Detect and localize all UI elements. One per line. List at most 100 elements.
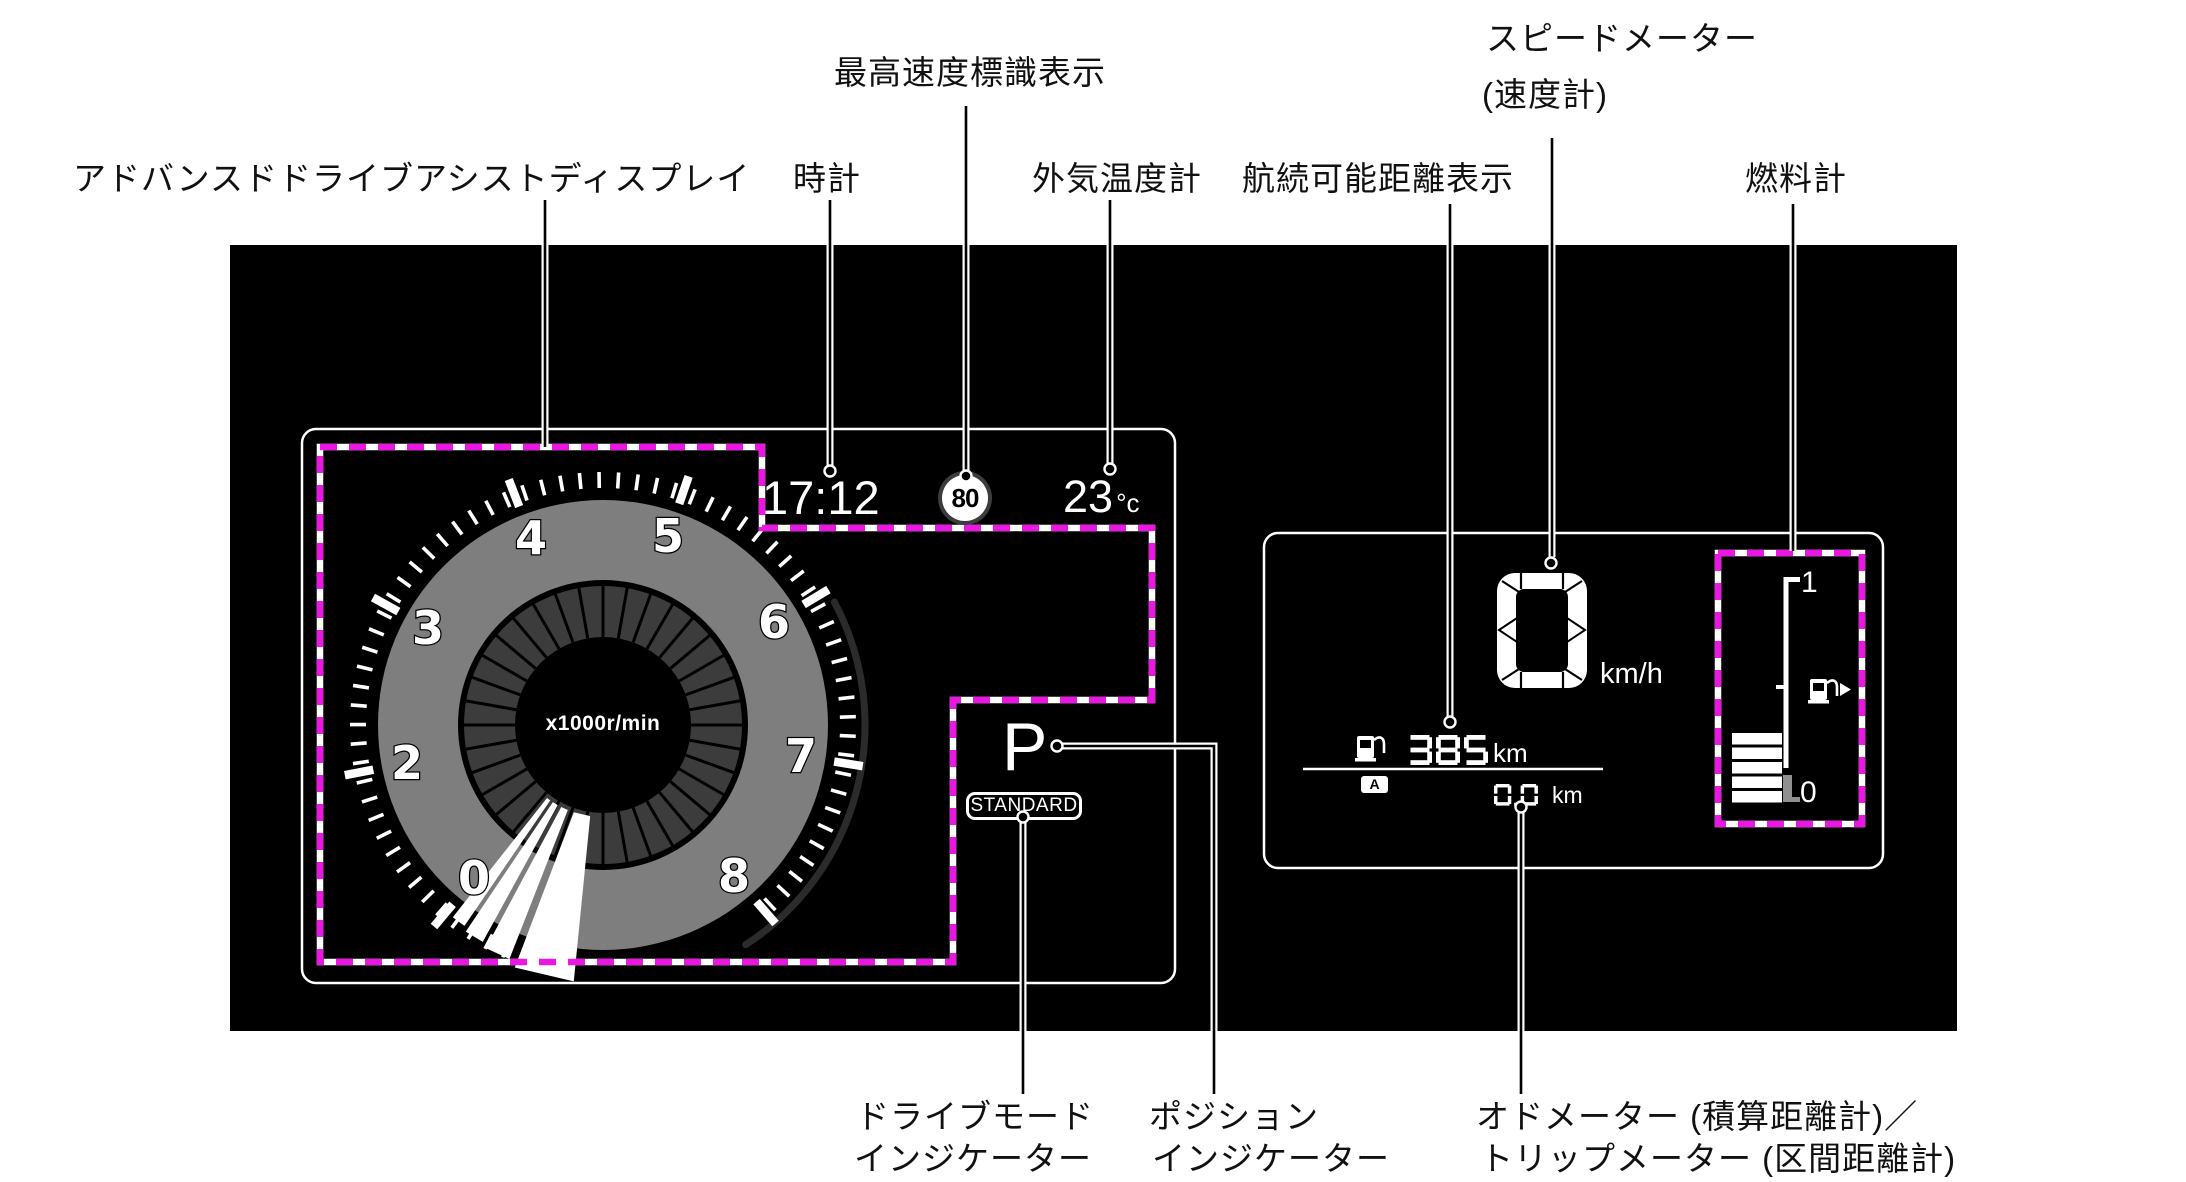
tach-minor-tick: [765, 540, 779, 555]
tach-minor-tick: [835, 675, 852, 683]
callout-odometer-line2: トリップメーター (区間距離計): [1480, 1140, 1957, 1177]
tach-minor-tick: [808, 839, 825, 851]
tach-segment-divider: [471, 753, 521, 774]
range-unit-label: km: [1493, 738, 1528, 768]
callout-fuel-gauge: 燃料計: [1745, 160, 1847, 197]
tach-segment-divider: [512, 617, 548, 659]
callout-position-line1: ポジション: [1149, 1098, 1319, 1135]
tach-segment-divider: [658, 791, 694, 833]
tach-segment-divider: [678, 654, 725, 683]
fuel-gauge-pump-icon: [1808, 679, 1851, 704]
tach-minor-tick: [467, 509, 479, 526]
callout-outside-temp: 外気温度計: [1032, 160, 1202, 197]
tach-needle-ray: [452, 797, 551, 926]
tach-minor-tick: [788, 869, 804, 883]
tach-minor-tick: [838, 695, 855, 701]
tach-minor-tick: [839, 714, 856, 719]
trip-selector-badge: A: [1361, 776, 1388, 793]
fuel-level-bars: [1732, 733, 1782, 803]
tach-minor-tick: [830, 788, 847, 797]
speedometer-digit: [1497, 573, 1587, 688]
callout-range: 航続可能距離表示: [1242, 160, 1514, 197]
tach-number-5: 5: [652, 509, 684, 563]
tach-segment-divider: [689, 738, 741, 751]
callout-odometer-line1: オドメーター (積算距離計)／: [1476, 1098, 1919, 1135]
tach-segment-divider: [577, 587, 590, 639]
tach-minor-tick: [736, 515, 749, 532]
tach-number-4: 4: [515, 511, 547, 565]
tach-minor-tick: [375, 829, 392, 840]
callout-position-line2: インジケーター: [1152, 1140, 1390, 1177]
tachometer-numbers: 0 2 3 4 5 6 7 8: [390, 508, 819, 907]
tach-minor-tick: [350, 741, 367, 746]
fuel-gauge-art: [1732, 577, 1851, 803]
tach-segment-divider: [678, 767, 725, 796]
tach-segment-divider: [669, 780, 711, 816]
tach-segment-divider: [481, 654, 528, 683]
tach-segment-divider: [645, 800, 674, 847]
tach-unit-label: x1000r/min: [545, 712, 661, 735]
highlight-fuel-gauge: [1714, 549, 1866, 828]
tach-minor-tick: [817, 822, 834, 833]
tach-minor-tick: [376, 609, 393, 620]
tach-minor-tick: [720, 505, 733, 522]
tach-segment-divider: [616, 587, 629, 639]
tach-major-tick: [344, 765, 375, 780]
clock-readout: 17:12: [762, 471, 880, 524]
tach-segment-divider: [495, 780, 537, 816]
tach-minor-tick: [451, 520, 464, 536]
callout-clock: 時計: [793, 160, 861, 197]
tach-minor-tick: [350, 703, 367, 708]
tach-major-tick: [504, 477, 524, 509]
tach-segment-divider: [669, 634, 711, 670]
callout-drive-mode-line1: ドライブモード: [856, 1098, 1094, 1135]
tach-major-tick: [370, 593, 401, 616]
tach-minor-tick: [538, 479, 547, 496]
speed-unit-label: km/h: [1600, 658, 1663, 690]
tach-minor-tick: [834, 770, 852, 777]
tach-minor-tick: [361, 795, 378, 804]
tach-minor-tick: [368, 627, 385, 637]
tach-minor-tick: [408, 560, 424, 574]
tach-minor-tick: [385, 592, 402, 604]
tach-minor-tick: [810, 602, 826, 614]
tach-minor-tick: [670, 482, 679, 499]
tach-segment-divider: [465, 699, 517, 712]
tach-minor-tick: [395, 861, 412, 874]
tach-minor-tick: [558, 475, 565, 492]
temp-value: 23: [1063, 471, 1114, 522]
tach-minor-tick: [361, 645, 379, 654]
callout-drive-mode-line2: インジケーター: [854, 1140, 1092, 1177]
tach-major-tick: [801, 585, 831, 609]
tach-segment-divider: [554, 593, 575, 643]
tach-segment-divider: [689, 699, 741, 712]
odometer-value-digits: [1494, 784, 1538, 807]
tach-segment-divider: [616, 811, 629, 863]
tach-minor-tick: [839, 733, 856, 739]
temp-unit: °c: [1116, 488, 1140, 518]
fuel-filler-side-arrow: [1840, 683, 1851, 696]
callout-speedometer-line1: スピードメーター: [1486, 20, 1758, 57]
callout-advance-display: アドバンスドドライブアシストディスプレイ: [73, 160, 751, 197]
tach-minor-tick: [824, 805, 841, 815]
tach-major-tick: [430, 901, 456, 930]
tach-major-tick: [833, 757, 864, 771]
speed-limit-sign-readout: 80: [942, 475, 988, 521]
tach-minor-tick: [799, 855, 815, 867]
tach-minor-tick: [776, 884, 791, 898]
tach-segment-divider: [631, 807, 652, 857]
outside-temp-readout: 23°c: [1063, 471, 1139, 523]
tach-minor-tick: [825, 638, 842, 647]
tach-minor-tick: [687, 488, 697, 505]
tach-number-2: 2: [391, 736, 423, 790]
tach-minor-tick: [385, 845, 401, 858]
tach-segment-divider: [631, 593, 652, 643]
drive-mode-indicator-badge: STANDARD: [966, 792, 1082, 820]
tach-minor-tick: [484, 499, 495, 516]
tach-needle-ray: [485, 806, 568, 959]
tach-minor-tick: [356, 777, 373, 785]
tach-minor-tick: [838, 752, 855, 758]
tachometer-dial: [344, 472, 869, 982]
tach-segment-divider: [645, 603, 674, 650]
